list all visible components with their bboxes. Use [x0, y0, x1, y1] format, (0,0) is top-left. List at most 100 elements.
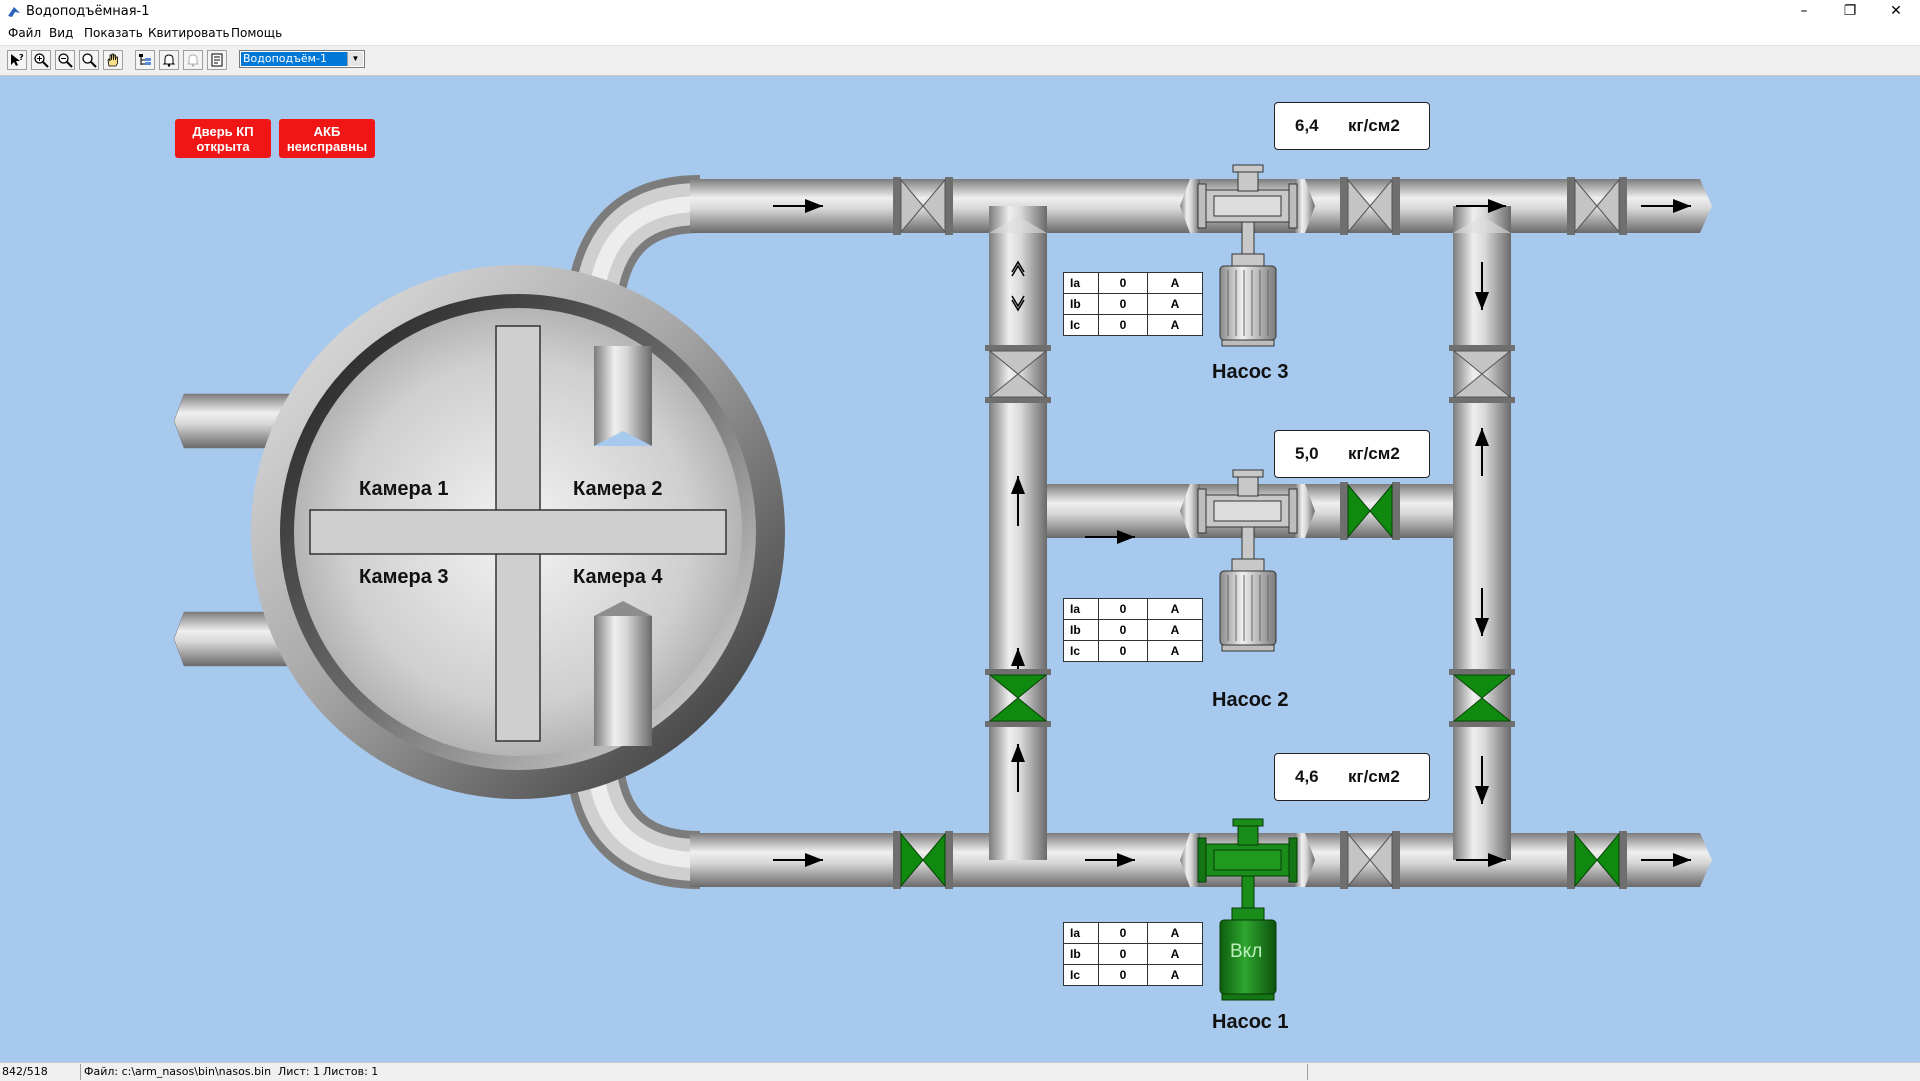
phase-value: 0 [1098, 943, 1148, 965]
equipment-layer [773, 164, 1691, 1001]
phase-label: Ib [1063, 619, 1099, 641]
station-select[interactable]: Водоподъём-1 ▼ [239, 50, 365, 68]
phase-label: Ic [1063, 314, 1099, 336]
zoom-fit-icon[interactable] [79, 50, 99, 70]
menu-file[interactable]: Файл [8, 26, 42, 40]
phase-label: Ia [1063, 598, 1099, 620]
bell-disabled-icon[interactable] [183, 50, 203, 70]
phase-value: 0 [1098, 619, 1148, 641]
reservoir-tank [251, 265, 785, 799]
status-bar: 842/518 Файл: c:\arm_nasos\bin\nasos.bin… [0, 1062, 1920, 1081]
restore-button[interactable]: ❐ [1843, 3, 1857, 19]
close-button[interactable]: ✕ [1890, 3, 1902, 19]
status-divider [1307, 1064, 1308, 1080]
zoom-out-icon[interactable] [55, 50, 75, 70]
phase-unit: A [1147, 922, 1203, 944]
pump-2-label: Насос 2 [1212, 689, 1289, 711]
phase-unit: A [1147, 314, 1203, 336]
valve-pump2-discharge[interactable] [1340, 482, 1400, 540]
alarm-door-open[interactable]: Дверь КП открыта [175, 119, 271, 158]
chamber-2-label: Камера 2 [573, 478, 663, 500]
phase-unit: A [1147, 293, 1203, 315]
svg-text:?: ? [19, 53, 24, 62]
pump-1-label: Насос 1 [1212, 1011, 1289, 1033]
zoom-in-icon[interactable] [31, 50, 51, 70]
valve-left-riser-top[interactable] [985, 345, 1051, 403]
app-icon [8, 7, 20, 17]
chevron-down-icon[interactable]: ▼ [347, 52, 363, 66]
phase-value: 0 [1098, 293, 1148, 315]
pump-1-pressure: 4,6 кг/см2 [1274, 753, 1430, 801]
phase-value: 0 [1098, 640, 1148, 662]
phase-unit: A [1147, 598, 1203, 620]
status-sheets-count: Листов: 1 [323, 1065, 379, 1078]
valve-right-riser-bottom[interactable] [1449, 669, 1515, 727]
menu-view[interactable]: Вид [49, 26, 74, 40]
alarm-battery-fault[interactable]: АКБ неисправны [279, 119, 375, 158]
valve-bottom-inlet[interactable] [893, 831, 953, 889]
pump-2-pressure: 5,0 кг/см2 [1274, 430, 1430, 478]
help-pointer-icon[interactable]: ? [7, 50, 27, 70]
phase-label: Ia [1063, 272, 1099, 294]
alarm-door-line2: открыта [196, 139, 250, 154]
menu-help[interactable]: Помощь [231, 26, 283, 40]
menu-acknowledge[interactable]: Квитировать [148, 26, 230, 40]
pump-3-pressure-unit: кг/см2 [1348, 116, 1400, 135]
valve-pump1-discharge[interactable] [1340, 831, 1400, 889]
pump-2-pressure-value: 5,0 [1295, 444, 1319, 463]
pump-1-pressure-value: 4,6 [1295, 767, 1319, 786]
valve-left-riser-bottom[interactable] [985, 669, 1051, 727]
pump-1-icon[interactable] [1180, 818, 1315, 1001]
minimize-button[interactable]: – [1800, 3, 1808, 19]
phase-unit: A [1147, 619, 1203, 641]
status-file: Файл: c:\arm_nasos\bin\nasos.bin [84, 1065, 272, 1078]
pump-2-pressure-unit: кг/см2 [1348, 444, 1400, 463]
tree-view-icon[interactable] [135, 50, 155, 70]
valve-bottom-outlet[interactable] [1567, 831, 1627, 889]
status-sheet: Лист: 1 [278, 1065, 321, 1078]
valve-top-outlet[interactable] [1567, 177, 1627, 235]
pump-1-state: Вкл [1230, 941, 1263, 962]
alarm-battery-line2: неисправны [286, 139, 368, 154]
chamber-4-label: Камера 4 [573, 566, 663, 588]
status-divider [80, 1064, 81, 1080]
phase-value: 0 [1098, 314, 1148, 336]
phase-label: Ib [1063, 943, 1099, 965]
station-select-value: Водоподъём-1 [241, 52, 347, 66]
hand-pan-icon[interactable] [103, 50, 123, 70]
alarm-door-line1: Дверь КП [192, 124, 254, 139]
chamber-1-label: Камера 1 [359, 478, 449, 500]
phase-label: Ic [1063, 964, 1099, 986]
flow-arrow-icon [1011, 295, 1025, 312]
flow-arrow-icon [1011, 260, 1025, 277]
menu-bar: Файл Вид Показать Квитировать Помощь [0, 24, 1920, 44]
chamber-3-label: Камера 3 [359, 566, 449, 588]
phase-value: 0 [1098, 964, 1148, 986]
bell-icon[interactable] [159, 50, 179, 70]
valve-right-riser-top[interactable] [1449, 345, 1515, 403]
pump-1-pressure-unit: кг/см2 [1348, 767, 1400, 786]
pump-3-icon[interactable] [1180, 164, 1315, 347]
menu-show[interactable]: Показать [84, 26, 143, 40]
title-bar: Водоподъёмная-1 – ❐ ✕ [0, 0, 1920, 24]
alarm-battery-line1: АКБ [313, 124, 341, 139]
phase-label: Ia [1063, 922, 1099, 944]
mimic-diagram: Камера 1 Камера 2 Камера 3 Камера 4 Двер… [0, 76, 1920, 1062]
report-icon[interactable] [207, 50, 227, 70]
pump-3-pressure: 6,4 кг/см2 [1274, 102, 1430, 150]
phase-unit: A [1147, 943, 1203, 965]
valve-pump3-discharge[interactable] [1340, 177, 1400, 235]
valve-top-inlet[interactable] [893, 177, 953, 235]
phase-value: 0 [1098, 922, 1148, 944]
pump-2-icon[interactable] [1180, 469, 1315, 652]
